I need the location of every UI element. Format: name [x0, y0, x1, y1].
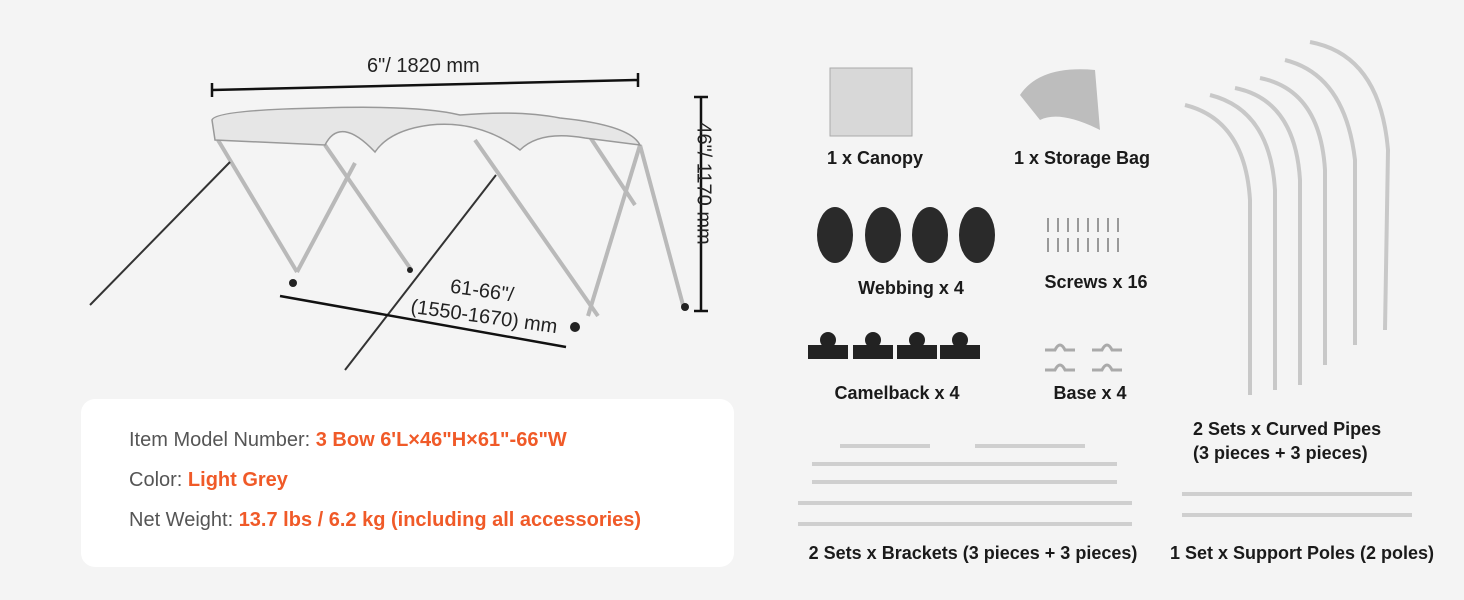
part-label-curved-pipes-detail: (3 pieces + 3 pieces) [1193, 443, 1368, 463]
part-label-support-poles: 1 Set x Support Poles (2 poles) [1169, 543, 1435, 563]
part-label-webbing: Webbing x 4 [858, 278, 964, 298]
part-label-base: Base x 4 [1053, 383, 1127, 403]
part-label-canopy: 1 x Canopy [826, 148, 924, 168]
color-label: Color: [129, 469, 183, 491]
curved-pipes-images [1184, 40, 1391, 395]
weight-value: 13.7 lbs / 6.2 kg (including all accesso… [238, 509, 642, 531]
part-label-curved-pipes: 2 Sets x Curved Pipes [1193, 419, 1382, 439]
canopy-image [829, 67, 913, 137]
model-row: Item Model Number: 3 Bow 6'L×46"H×61"-66… [129, 429, 567, 452]
part-label-screws: Screws x 16 [1044, 272, 1148, 292]
color-row: Color: Light Grey [129, 469, 288, 492]
bimini-top-illustration [89, 73, 708, 371]
weight-row: Net Weight: 13.7 lbs / 6.2 kg (including… [129, 509, 641, 532]
support-poles-images [1182, 492, 1412, 517]
model-value: 3 Bow 6'L×46"H×61"-66"W [315, 429, 567, 451]
part-label-camelback: Camelback x 4 [834, 383, 960, 403]
storage-bag-image [1020, 69, 1100, 130]
canopy-shape [211, 106, 642, 154]
weight-label: Net Weight: [129, 509, 234, 531]
base-images [1045, 343, 1122, 372]
color-value: Light Grey [187, 469, 288, 491]
screws-images [1047, 218, 1119, 252]
spec-card: Item Model Number: 3 Bow 6'L×46"H×61"-66… [81, 399, 734, 567]
part-label-storage-bag: 1 x Storage Bag [1013, 148, 1151, 168]
webbing-images [817, 207, 995, 263]
length-dimension: 6"/ 1820 mm [367, 55, 480, 77]
camelback-images [808, 332, 980, 359]
part-label-brackets: 2 Sets x Brackets (3 pieces + 3 pieces) [808, 543, 1138, 563]
model-label: Item Model Number: [129, 429, 311, 451]
brackets-images [798, 444, 1132, 526]
